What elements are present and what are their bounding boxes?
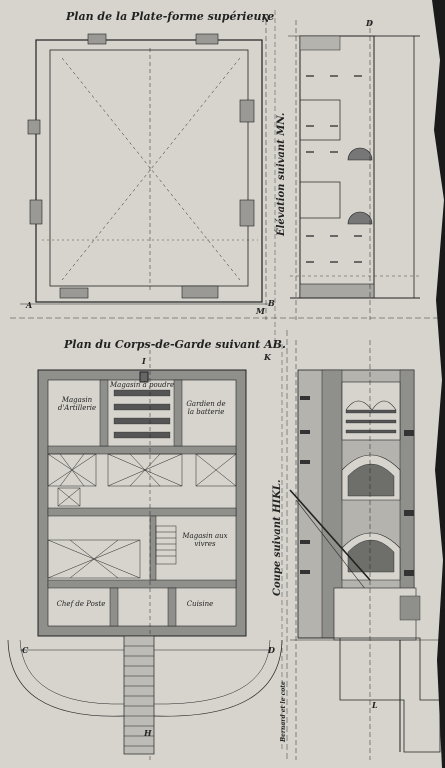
room-post-chief: Chef de Poste bbox=[56, 600, 106, 608]
letter-H-lower: H bbox=[144, 728, 152, 738]
cross-section bbox=[281, 340, 441, 760]
letter-A-upper: A bbox=[26, 300, 33, 310]
letter-C-lower: C bbox=[22, 645, 29, 655]
scale-note: Bernard et le cote bbox=[280, 681, 287, 742]
elevation-title: Élévation suivant MN. bbox=[276, 112, 287, 236]
upper-platform-plan bbox=[20, 10, 276, 340]
letter-N-upper: N bbox=[262, 14, 270, 24]
letter-I-lower: I bbox=[142, 356, 146, 366]
letter-B-upper: B bbox=[268, 298, 275, 308]
letter-D-lower: D bbox=[268, 645, 275, 655]
entrance-stair bbox=[7, 635, 283, 755]
room-battery-keeper: Gardien de la batterie bbox=[186, 400, 226, 416]
room-food-store: Magasin aux vivres bbox=[182, 532, 228, 548]
room-powder-store: Magasin à poudre bbox=[110, 381, 175, 389]
section-title: Coupe suivant HIKL. bbox=[272, 479, 283, 596]
elevation-view bbox=[288, 20, 420, 320]
letter-D-elev: D bbox=[366, 18, 373, 28]
letter-K-lower: K bbox=[264, 352, 271, 362]
letter-M-upper: M bbox=[256, 306, 265, 316]
ground-floor-plan bbox=[20, 350, 270, 760]
ground-plan-title: Plan du Corps-de-Garde suivant AB. bbox=[64, 338, 286, 351]
room-kitchen: Cuisine bbox=[186, 600, 214, 608]
room-artillery-store: Magasin d'Artillerie bbox=[57, 396, 97, 412]
letter-L-section: L bbox=[372, 700, 378, 710]
upper-plan-title: Plan de la Plate-forme supérieure bbox=[66, 10, 275, 23]
